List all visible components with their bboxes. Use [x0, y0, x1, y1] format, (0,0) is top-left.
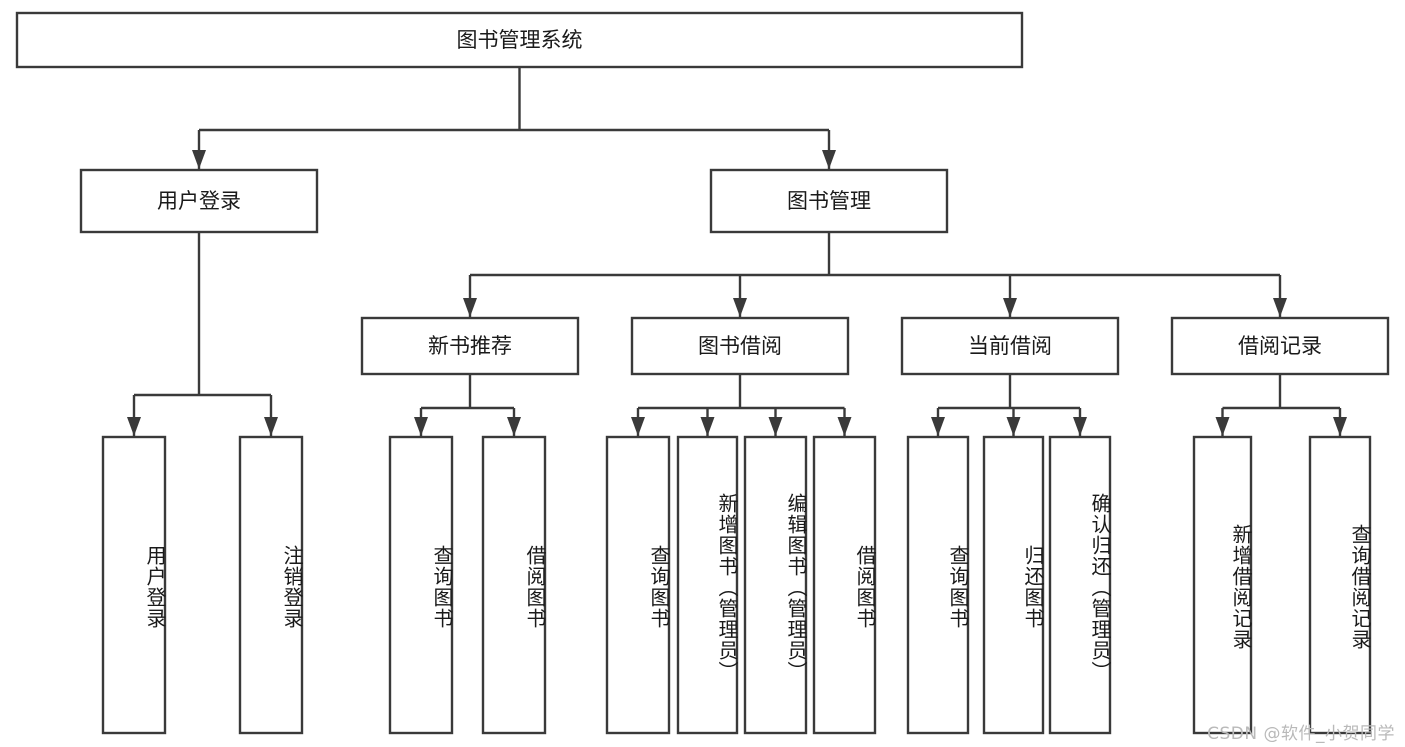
leaf-box-current-return-book[interactable] — [982, 435, 1045, 735]
leaf-box-borrow-add-book[interactable] — [676, 435, 739, 735]
leaf-box-recommend-borrow-book[interactable] — [481, 435, 547, 735]
leaf-box-leaf-user-login[interactable] — [101, 435, 167, 735]
user-login-arrow-0 — [127, 417, 141, 436]
node-box-current-borrow[interactable] — [900, 316, 1120, 376]
leaf-box-current-query-book[interactable] — [906, 435, 970, 735]
node-box-new-book-recommend[interactable] — [360, 316, 580, 376]
book-manage-arrow-2 — [1003, 298, 1017, 317]
book-borrow-arrow-0 — [631, 417, 645, 436]
node-box-root[interactable] — [15, 11, 1024, 69]
leaf-box-current-confirm-return[interactable] — [1048, 435, 1112, 735]
book-borrow-arrow-2 — [768, 417, 783, 436]
leaf-box-recommend-query-book[interactable] — [388, 435, 454, 735]
current-borrow-arrow-1 — [1006, 417, 1021, 436]
leaf-box-borrow-edit-book[interactable] — [743, 435, 808, 735]
node-box-book-manage[interactable] — [709, 168, 949, 234]
node-label-root: 图书管理系统 — [457, 28, 583, 52]
node-box-borrow-record[interactable] — [1170, 316, 1390, 376]
book-manage-arrow-0 — [463, 298, 477, 317]
book-manage-arrow-1 — [733, 298, 747, 317]
node-label-current-borrow: 当前借阅 — [968, 334, 1052, 358]
box-layer — [15, 11, 1390, 735]
borrow-record-arrow-1 — [1333, 417, 1347, 436]
node-box-book-borrow[interactable] — [630, 316, 850, 376]
leaf-box-record-add[interactable] — [1192, 435, 1253, 735]
book-manage-arrow-3 — [1273, 298, 1287, 317]
root-arrow-1 — [822, 150, 836, 169]
node-label-book-borrow: 图书借阅 — [698, 334, 782, 358]
node-label-book-manage: 图书管理 — [787, 189, 871, 213]
leaf-box-borrow-query-book[interactable] — [605, 435, 671, 735]
book-borrow-arrow-3 — [837, 417, 852, 436]
user-login-arrow-1 — [264, 417, 278, 436]
current-borrow-arrow-2 — [1073, 417, 1087, 436]
root-arrow-0 — [192, 150, 206, 169]
csdn-watermark: CSDN @软件_小贺同学 — [1207, 724, 1395, 744]
leaf-box-leaf-user-logout[interactable] — [238, 435, 304, 735]
leaf-box-borrow-borrow-book[interactable] — [812, 435, 877, 735]
node-label-new-book-recommend: 新书推荐 — [428, 334, 512, 358]
node-label-borrow-record: 借阅记录 — [1238, 334, 1322, 358]
node-box-user-login[interactable] — [79, 168, 319, 234]
borrow-record-arrow-0 — [1215, 417, 1230, 436]
new-book-recommend-arrow-1 — [507, 417, 521, 436]
book-borrow-arrow-1 — [700, 417, 715, 436]
node-label-user-login: 用户登录 — [157, 189, 241, 213]
new-book-recommend-arrow-0 — [414, 417, 428, 436]
leaf-box-record-query[interactable] — [1308, 435, 1372, 735]
current-borrow-arrow-0 — [931, 417, 945, 436]
connector-layer — [127, 67, 1347, 436]
